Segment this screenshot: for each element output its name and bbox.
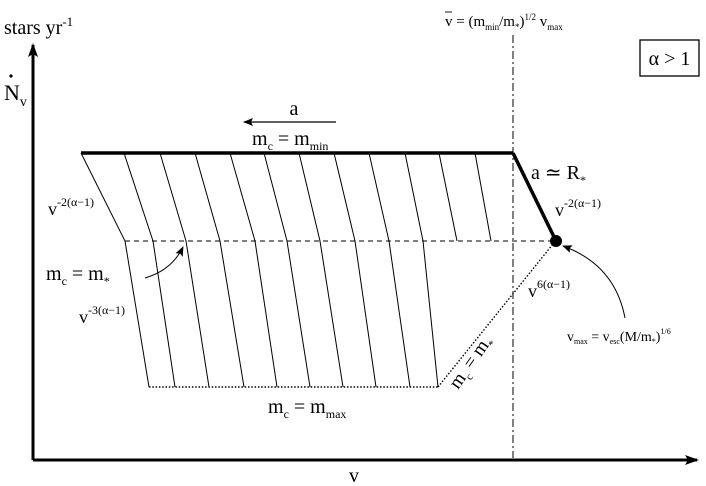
slope-upper-left: v-2(α−1) [48,195,94,219]
vmax-label: vmax = vesc(M/m*)1/6 [567,327,671,346]
x-axis-label: v [349,465,359,486]
regime-box [639,39,700,77]
y-axis-label: stars yr-1 [4,14,73,39]
curve-line [298,152,344,388]
slope-lower-left: v-3(α−1) [79,303,125,327]
curve-family [80,152,492,388]
y-quantity-label: Nv [4,80,27,110]
curve-line-outer [80,152,150,388]
top-curve-label: mc = mmin [252,128,328,153]
a-R-label: a ≃ R* [531,162,586,187]
curve-line [368,152,411,388]
curve-line [194,152,245,388]
curve-line [263,152,311,388]
curve-line [404,152,439,388]
curve-line [333,152,377,388]
curve-line [474,152,492,242]
curve-line [229,152,278,388]
curve-line [438,152,458,242]
curve-line [123,152,176,388]
right-boundary-line [511,152,558,242]
diagonal-label: mc = m* [445,332,499,395]
mstar-curved-arrow [144,246,184,279]
regime-box-label: α > 1 [649,48,691,70]
diagonal-boundary-line [437,243,554,388]
curve-line [159,152,210,388]
arrow-a-label: a [290,98,299,120]
slope-upper-right: v-2(α−1) [555,196,601,220]
mstar-label: mc = m* [46,263,110,288]
vmax-curved-arrow [562,245,626,319]
bottom-curve-label: mc = mmax [268,396,346,421]
ndot-dot [9,74,13,78]
vmax-point [550,235,562,247]
escape-line-label: v = (mmin/m*)1/2 vmax [445,12,563,32]
slope-lower-right: v6(α−1) [528,277,570,301]
